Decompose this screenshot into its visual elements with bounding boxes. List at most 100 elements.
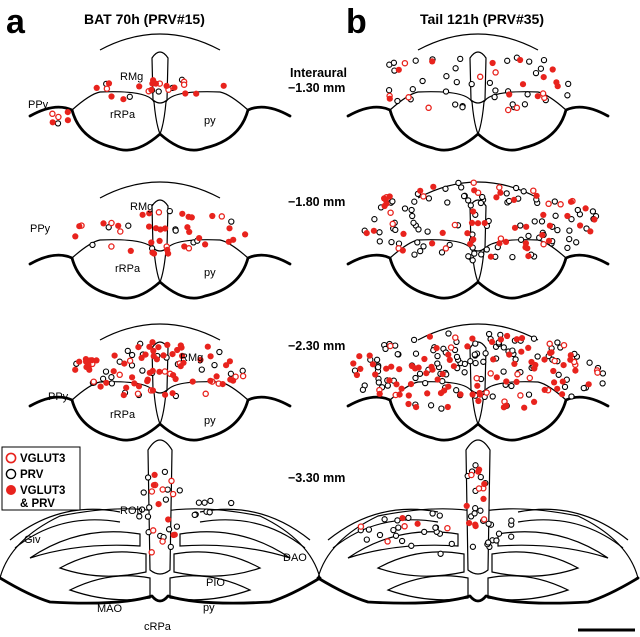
cell-vglut3-b2	[470, 179, 477, 186]
cell-both-a3	[213, 373, 220, 380]
cell-both-b3	[421, 355, 428, 363]
cell-vglut3-a4	[148, 549, 155, 556]
cell-prv-b2	[465, 197, 472, 204]
cell-both-a3	[174, 346, 181, 354]
cell-both-b2	[523, 223, 530, 230]
cell-both-b3	[469, 391, 476, 398]
cell-prv-b1	[468, 80, 475, 88]
cell-both-b3	[450, 363, 457, 370]
cell-prv-b2	[538, 218, 546, 225]
cell-prv-b4	[363, 536, 370, 543]
cell-vglut3-b4	[401, 523, 408, 530]
cell-both-a2	[146, 223, 153, 230]
cell-prv-b1	[564, 92, 571, 99]
cell-both-b3	[405, 400, 412, 408]
pyramid-a4-r	[169, 575, 252, 601]
cell-prv-a4-r	[206, 509, 213, 516]
cell-both-a3	[169, 351, 176, 358]
cell-both-b3	[376, 390, 383, 397]
ventral-surface-b4	[316, 576, 640, 605]
level-label-1: −1.30 mm	[288, 81, 345, 95]
cell-both-b3	[511, 360, 518, 367]
cell-vglut3-b3	[560, 341, 568, 349]
cell-both-a3	[144, 378, 151, 385]
cell-prv-b3	[555, 371, 562, 378]
panel-a-title: BAT 70h (PRV#15)	[84, 11, 205, 27]
cell-prv-b2	[564, 244, 571, 252]
cell-both-a2	[202, 241, 209, 248]
left-pyramid-b1	[389, 91, 479, 135]
cell-both-b2	[481, 220, 488, 227]
cell-both-a3	[155, 344, 162, 351]
region-rob: ROb	[120, 505, 143, 517]
cell-vglut3-b3	[387, 342, 394, 350]
cell-prv-b2	[531, 218, 538, 225]
cell-prv-b2	[469, 231, 476, 238]
cell-prv-b2	[589, 208, 597, 215]
cell-both-b3	[469, 335, 476, 342]
cell-both-b3	[396, 366, 403, 373]
cell-prv-a3	[211, 361, 218, 369]
cell-prv-b3	[472, 340, 479, 347]
right-pyramid-a2	[159, 239, 249, 283]
cell-prv-b4	[432, 524, 439, 531]
cell-prv-b2	[444, 199, 451, 206]
cell-prv-b1	[459, 104, 466, 111]
cell-prv-a4-r	[201, 499, 208, 506]
cell-both-a3	[149, 339, 156, 346]
cell-both-b3	[513, 378, 520, 385]
cell-both-a3	[121, 360, 128, 367]
cell-both-a1-ppy	[64, 109, 71, 116]
cell-vglut3-b3	[594, 369, 601, 376]
cell-prv-b3	[471, 351, 478, 358]
cell-prv-b2	[411, 251, 418, 258]
cell-both-a3	[230, 377, 237, 384]
cell-prv-a4	[173, 523, 181, 530]
left-pyramid-a2	[71, 239, 161, 283]
cell-both-a1	[108, 93, 115, 100]
cell-prv-a2	[172, 227, 179, 234]
cell-both-a2	[150, 250, 158, 257]
cell-vglut3-b1	[401, 59, 409, 67]
cell-both-b2	[471, 187, 478, 194]
cell-prv-b2	[392, 226, 399, 234]
cell-prv-b3	[482, 350, 489, 357]
cell-both-a3	[76, 358, 83, 365]
cell-vglut3-b2	[545, 200, 552, 208]
cell-prv-b2	[566, 227, 573, 234]
cell-prv-b4	[395, 524, 402, 531]
cell-both-b3	[405, 392, 412, 399]
cell-prv-b2	[512, 184, 520, 192]
cell-both-a3	[207, 353, 214, 360]
cell-both-b3	[521, 404, 528, 411]
cell-both-a1	[150, 77, 157, 84]
cell-both-b2	[470, 208, 477, 215]
cell-both-b4-mid	[480, 495, 487, 502]
cell-both-b3	[445, 383, 452, 390]
cell-both-a3	[83, 364, 90, 371]
cell-both-a1	[120, 96, 127, 103]
cell-both-b3	[423, 370, 430, 377]
mao-b4-l	[376, 551, 465, 577]
cell-vglut3-a1	[103, 85, 111, 92]
region-rrpa-row3: rRPa	[110, 409, 136, 421]
cell-both-b3	[350, 360, 357, 367]
cell-prv-b3	[530, 335, 538, 342]
cell-both-b2	[497, 189, 504, 196]
cell-prv-b1	[385, 87, 393, 94]
cell-prv-b2	[509, 253, 516, 261]
cell-prv-b2	[389, 198, 396, 205]
cell-prv-b3	[461, 369, 468, 376]
cell-both-b2	[502, 238, 510, 245]
cell-prv-b1	[491, 93, 498, 101]
cell-prv-b3	[375, 379, 382, 386]
cell-vglut3-b2	[420, 193, 427, 200]
cell-prv-b3	[434, 352, 441, 360]
cell-vglut3-b1	[539, 90, 547, 97]
cell-both-b3	[513, 336, 520, 343]
region-rmg-row2: RMg	[130, 201, 153, 213]
cell-both-a3	[135, 344, 142, 351]
region-ppy-row2: PPy	[30, 223, 51, 235]
cell-vglut3-a2	[108, 219, 115, 227]
cell-prv-b2	[573, 239, 580, 246]
